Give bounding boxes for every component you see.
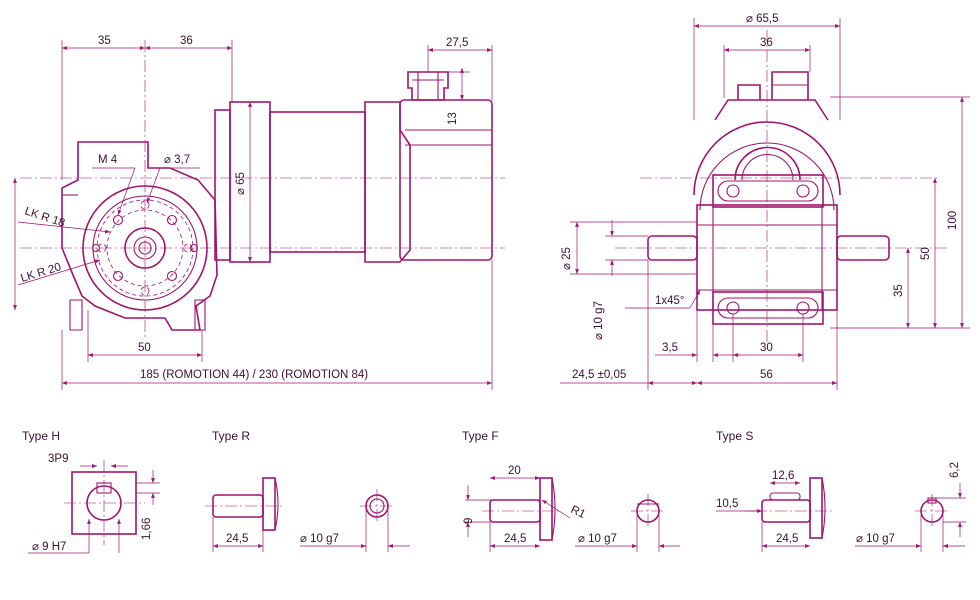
motor-flange-ring [214, 109, 231, 261]
front-view: 35 36 27,5 13 M 4 ⌀ 3,7 ⌀ 65 LK R 18 LK … [13, 35, 505, 390]
shaft-right [836, 235, 890, 261]
dim-36-label: 36 [180, 35, 193, 47]
dim-100-label: 100 [947, 211, 959, 230]
motor-dia-label: ⌀ 65 [235, 172, 247, 195]
top-block [714, 99, 829, 121]
type-s-detail: Type S 12,6 10,5 24,5 6,2 ⌀ 10 g7 [716, 429, 966, 552]
type-h-bore-label: ⌀ 9 H7 [32, 541, 66, 553]
motor-circle [693, 121, 841, 196]
lk-r18-label: LK R 18 [23, 205, 66, 229]
type-s-length-label: 24,5 [776, 533, 798, 545]
type-r-detail: Type R 24,5 ⌀ 10 g7 [205, 429, 410, 552]
dim-3-5-label: 3,5 [662, 342, 678, 354]
dim-35-side-label: 35 [893, 284, 905, 297]
type-f-height-label: 9 [463, 518, 475, 524]
type-r-dia-label: ⌀ 10 g7 [300, 533, 339, 545]
lk-r20-label: LK R 20 [19, 261, 62, 285]
bolt-circle-20 [96, 199, 194, 297]
dim-30-label: 30 [760, 342, 773, 354]
hub [124, 227, 166, 269]
type-h-title: Type H [22, 429, 60, 443]
type-f-flat-label: 20 [508, 465, 521, 477]
motor-cap [399, 99, 493, 261]
type-f-radius-label: R1 [569, 504, 587, 521]
type-s-depth-label: 6,2 [949, 462, 961, 478]
type-h-detail: Type H 3P9 1,66 ⌀ 9 H7 [22, 429, 160, 554]
side-connector [771, 71, 809, 100]
dia-25-label: ⌀ 25 [561, 247, 573, 270]
hole-dia-label: ⌀ 3,7 [164, 154, 190, 166]
side-view: ⌀ 65,5 36 100 50 35 ⌀ 25 ⌀ 10 g7 1x45° 3… [560, 13, 970, 390]
thread-label: M 4 [98, 154, 118, 166]
dia-10g7-side-label: ⌀ 10 g7 [593, 301, 605, 340]
dim-50-label: 50 [138, 342, 151, 354]
type-s-key-label: 12,6 [772, 470, 794, 482]
upper-flange [712, 174, 824, 208]
side-dia-65-5-label: ⌀ 65,5 [746, 13, 779, 25]
dim-50-side-label: 50 [920, 247, 932, 260]
inner-arc [734, 146, 801, 181]
type-f-detail: Type F 20 9 R1 24,5 ⌀ 10 g7 [462, 429, 680, 552]
gearbox-housing [61, 141, 218, 331]
lower-flange [712, 291, 824, 325]
dim-27-5-label: 27,5 [446, 37, 468, 49]
type-f-length-label: 24,5 [504, 533, 526, 545]
type-h-keyway-label: 3P9 [48, 453, 68, 465]
shaft-bore [133, 236, 157, 260]
type-h-depth-label: 1,66 [141, 518, 153, 540]
dim-35-label: 35 [98, 35, 111, 47]
type-s-offset-label: 10,5 [716, 498, 738, 510]
motor-body [269, 111, 366, 253]
type-r-length-label: 24,5 [226, 533, 248, 545]
dim-24-5-tol-label: 24,5 ±0,05 [572, 369, 626, 381]
shaft-left [647, 235, 698, 261]
dim-56-label: 56 [760, 369, 773, 381]
side-dim-36-label: 36 [760, 37, 773, 49]
foot-left [69, 299, 83, 331]
flange-outer [82, 185, 208, 311]
type-s-key [769, 492, 801, 501]
connector [407, 71, 449, 101]
bolt-circle-18 [106, 209, 184, 287]
dim-13-label: 13 [447, 112, 459, 125]
overall-length-label: 185 (ROMOTION 44) / 230 (ROMOTION 84) [140, 369, 368, 381]
bolt-holes-dashed [97, 200, 193, 296]
type-r-title: Type R [212, 429, 250, 443]
chamfer-label: 1x45° [655, 295, 685, 307]
bolt-holes-solid [91, 214, 199, 282]
type-f-dia-label: ⌀ 10 g7 [578, 533, 617, 545]
foot-right [194, 299, 206, 331]
type-s-dia-label: ⌀ 10 g7 [856, 533, 895, 545]
motor-end [364, 101, 411, 263]
type-f-title: Type F [462, 429, 499, 443]
type-s-title: Type S [716, 429, 753, 443]
